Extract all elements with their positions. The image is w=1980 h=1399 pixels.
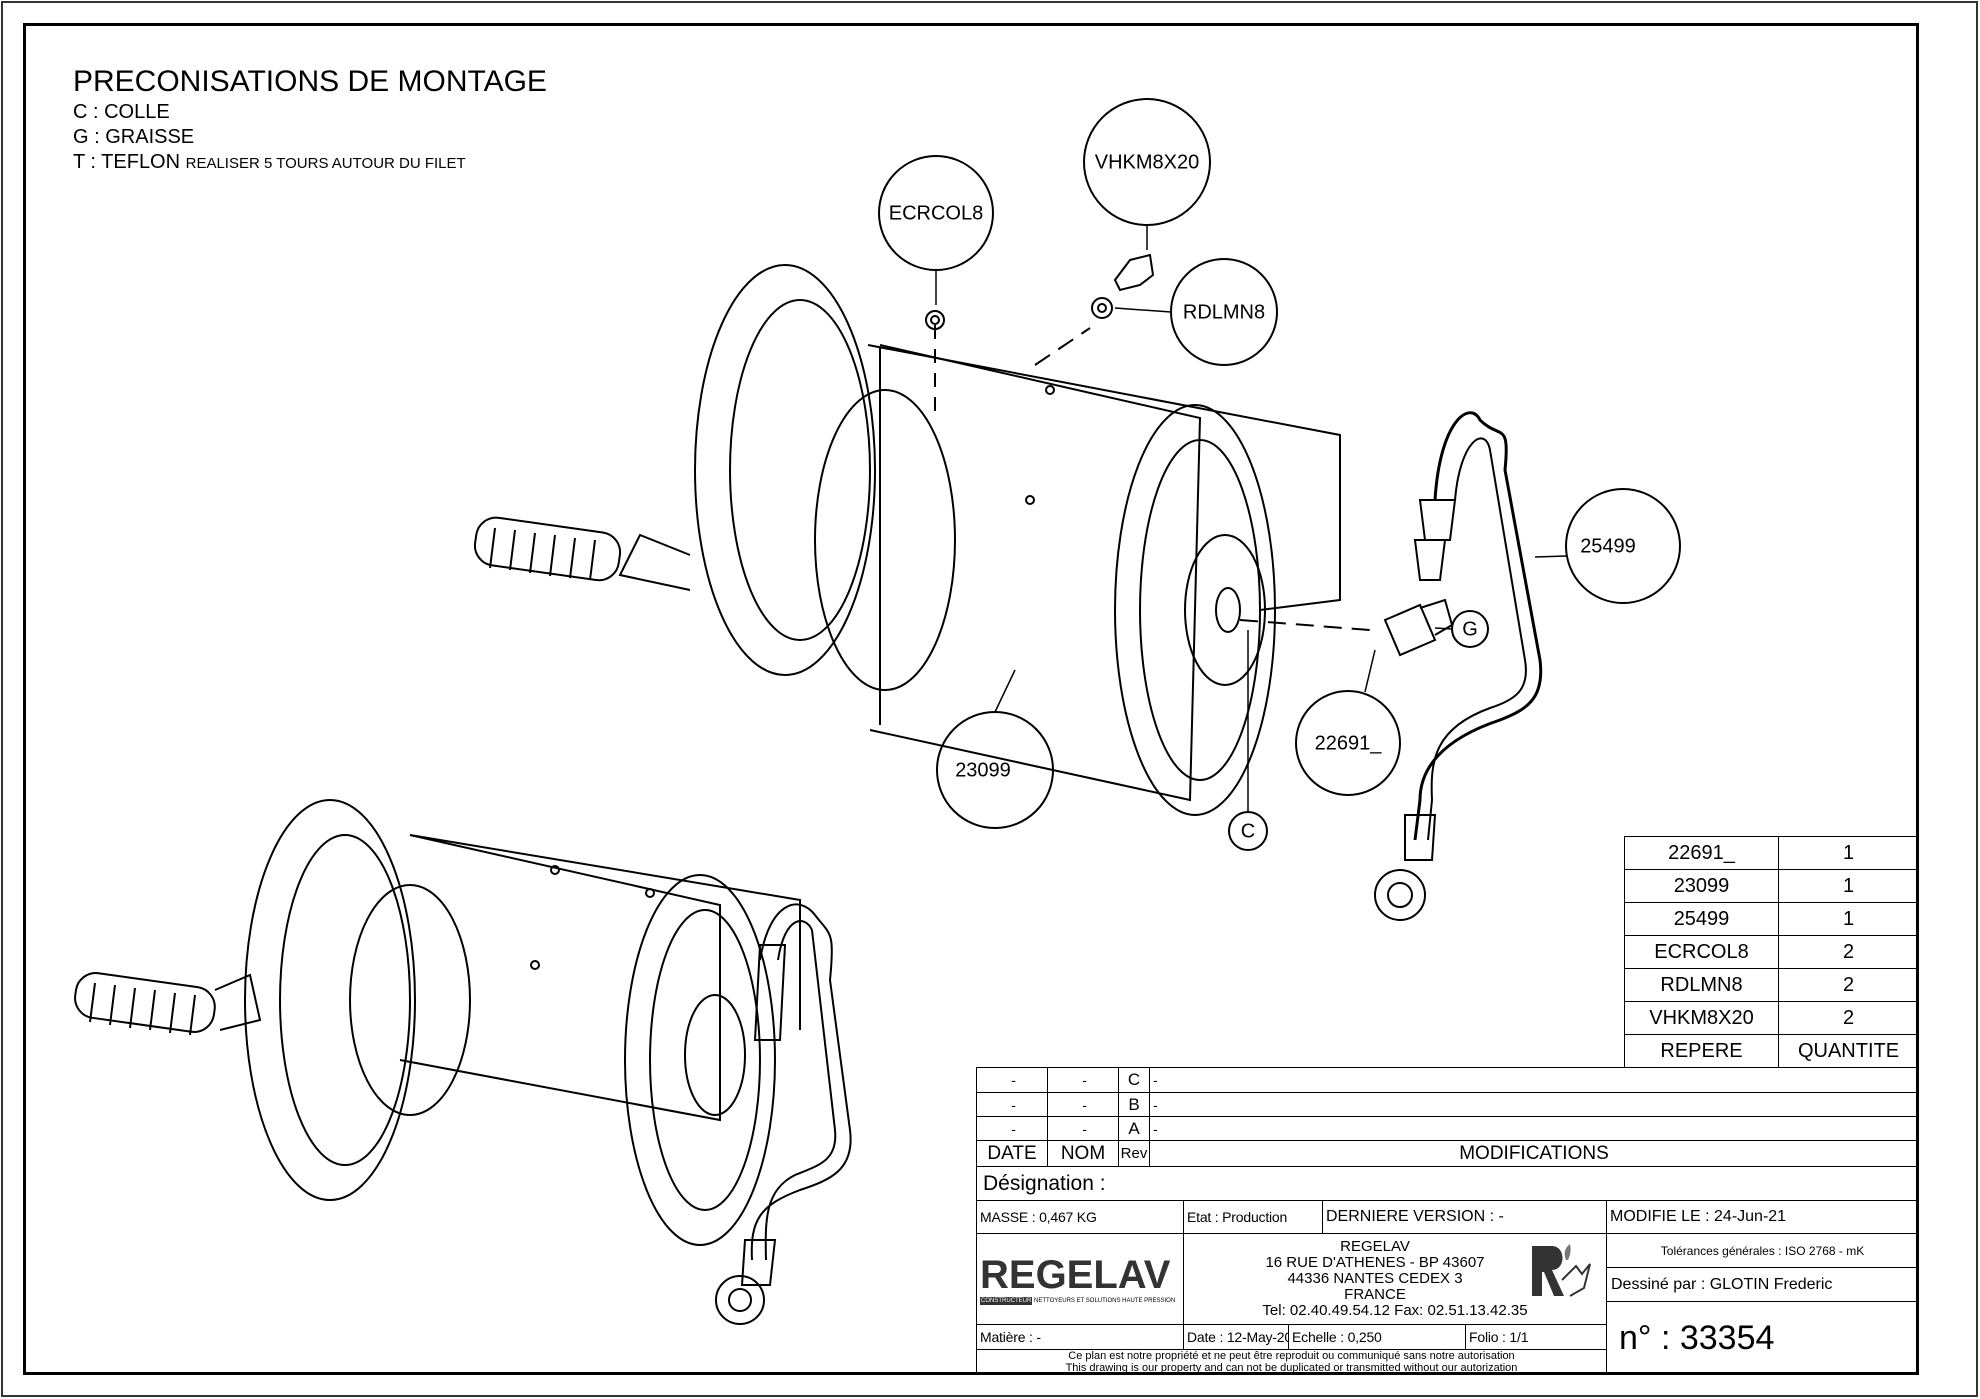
- rev-header-modifications: MODIFICATIONS: [1149, 1140, 1919, 1167]
- hose-reel-exploded: [473, 253, 1543, 921]
- rev-date: -: [976, 1092, 1048, 1117]
- modifie-le: MODIFIE LE : 24-Jun-21: [1606, 1200, 1919, 1234]
- part-ref: RDLMN8: [1624, 968, 1779, 1002]
- rev-mod: -: [1149, 1067, 1919, 1093]
- date: Date : 12-May-20: [1183, 1324, 1289, 1350]
- echelle: Echelle : 0,250: [1288, 1324, 1466, 1350]
- phone-fax: Tel: 02.40.49.54.12 Fax: 02.51.13.42.35: [1262, 1302, 1528, 1319]
- note-graisse: G : GRAISSE: [73, 126, 195, 148]
- balloon-label: ECRCOL8: [889, 202, 983, 224]
- screw-vhkm8x20: [1113, 253, 1155, 292]
- balloon-25499: [1565, 488, 1681, 604]
- logo-tagline: NETTOYEURS ET SOLUTIONS HAUTE PRESSION: [1034, 1297, 1176, 1304]
- balloon-ecrcol8: [878, 155, 994, 271]
- logo-text: REGELAV: [980, 1252, 1171, 1297]
- rev-nom: -: [1047, 1067, 1119, 1093]
- etat: Etat : Production: [1183, 1200, 1323, 1234]
- nut-ecrcol8: [925, 310, 945, 330]
- balloon-vhkm8x20: [1083, 98, 1211, 226]
- balloon-g: [1451, 610, 1489, 648]
- balloon-label: 23099: [955, 759, 1011, 781]
- balloon-rdlmn8: [1170, 258, 1278, 366]
- folio: Folio : 1/1: [1465, 1324, 1607, 1350]
- company-name: REGELAV: [1340, 1238, 1410, 1255]
- note-teflon-detail: REALISER 5 TOURS AUTOUR DU FILET: [185, 155, 466, 172]
- balloon-22691: [1295, 690, 1401, 796]
- rev-header-date: DATE: [976, 1140, 1048, 1167]
- rev-mod: -: [1149, 1116, 1919, 1141]
- rev-header-rev: Rev: [1118, 1140, 1150, 1167]
- matiere: Matière : -: [976, 1324, 1184, 1350]
- designation: Désignation :: [976, 1166, 1919, 1201]
- assembly-notes: PRECONISATIONS DE MONTAGE C : COLLE G : …: [73, 64, 547, 176]
- address-line: 16 RUE D'ATHENES - BP 43607: [1265, 1254, 1485, 1271]
- hose-fitting-bottom: [1404, 814, 1437, 861]
- washer-rdlmn8: [1091, 297, 1113, 319]
- balloon-label: G: [1462, 618, 1478, 640]
- hose-25499: [1413, 411, 1543, 841]
- part-ref: 25499: [1624, 902, 1779, 936]
- balloon-label: VHKM8X20: [1095, 151, 1200, 173]
- rev-header-nom: NOM: [1047, 1140, 1119, 1167]
- part-ref: ECRCOL8: [1624, 935, 1779, 969]
- part-qty: 1: [1778, 869, 1919, 903]
- part-qty: 2: [1778, 1001, 1919, 1035]
- balloon-c: [1228, 811, 1268, 851]
- part-ref: 22691_: [1624, 836, 1779, 870]
- parts-header-qty: QUANTITE: [1778, 1034, 1919, 1068]
- part-qty: 2: [1778, 935, 1919, 969]
- derniere-version: DERNIERE VERSION : -: [1322, 1200, 1607, 1234]
- dessine-par: Dessiné par : GLOTIN Frederic: [1606, 1267, 1919, 1302]
- balloon-label: C: [1241, 820, 1255, 842]
- note-colle: C : COLLE: [73, 101, 170, 123]
- bracket: [867, 344, 1341, 611]
- right-flange: [1114, 404, 1276, 816]
- drawing-number: n° : 33354: [1606, 1301, 1919, 1375]
- tolerances: Tolérances générales : ISO 2768 - mK: [1606, 1233, 1919, 1268]
- hose-nut: [1374, 869, 1426, 921]
- crank-arm: [618, 533, 691, 591]
- address-line: 44336 NANTES CEDEX 3: [1287, 1270, 1463, 1287]
- rev-mod: -: [1149, 1092, 1919, 1117]
- copyright-fr: Ce plan est notre propriété et ne peut ê…: [1068, 1350, 1515, 1362]
- elbow-22691: [1383, 603, 1437, 657]
- part-ref: 23099: [1624, 869, 1779, 903]
- rev-letter: B: [1118, 1092, 1150, 1117]
- rev-letter: A: [1118, 1116, 1150, 1141]
- part-qty: 1: [1778, 836, 1919, 870]
- masse: MASSE : 0,467 KG: [976, 1200, 1184, 1234]
- regelav-r-logo-icon: [1532, 1244, 1591, 1297]
- drum-cylinder: [869, 344, 1202, 802]
- part-qty: 1: [1778, 902, 1919, 936]
- notes-title: PRECONISATIONS DE MONTAGE: [73, 65, 547, 98]
- parts-header-ref: REPERE: [1624, 1034, 1779, 1068]
- balloon-label: 25499: [1580, 535, 1636, 557]
- part-ref: VHKM8X20: [1624, 1001, 1779, 1035]
- rev-nom: -: [1047, 1092, 1119, 1117]
- balloons: [878, 98, 1681, 851]
- drawing-frame: [23, 23, 1919, 1375]
- address-country: FRANCE: [1344, 1286, 1406, 1303]
- balloon-23099: [936, 711, 1054, 829]
- crank-handle: [473, 516, 622, 582]
- logo-tag: CONSTRUCTEUR: [980, 1296, 1033, 1305]
- copyright-en: This drawing is our property and can not…: [1065, 1362, 1518, 1374]
- hose-reel-assembled: [74, 799, 852, 1325]
- hose-fitting-top: [1418, 499, 1457, 541]
- balloon-label: RDLMN8: [1183, 301, 1265, 323]
- note-teflon: T : TEFLON: [73, 151, 181, 173]
- rev-date: -: [976, 1067, 1048, 1093]
- rev-nom: -: [1047, 1116, 1119, 1141]
- part-qty: 2: [1778, 968, 1919, 1002]
- left-flange: [694, 264, 876, 676]
- company-address: REGELAV 16 RUE D'ATHENES - BP 43607 4433…: [1183, 1233, 1607, 1325]
- copyright-notice: Ce plan est notre propriété et ne peut ê…: [976, 1349, 1607, 1375]
- balloon-label: 22691_: [1315, 732, 1383, 754]
- regelav-logo: REGELAV CONSTRUCTEUR NETTOYEURS ET SOLUT…: [976, 1233, 1184, 1325]
- rev-date: -: [976, 1116, 1048, 1141]
- rev-letter: C: [1118, 1067, 1150, 1093]
